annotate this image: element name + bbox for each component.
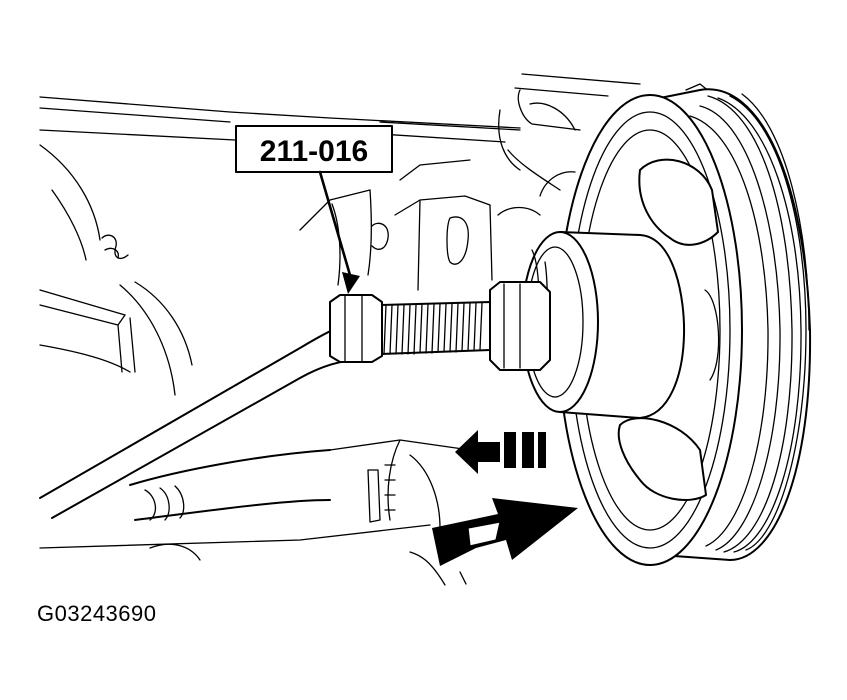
tool-screw-head (329, 294, 383, 363)
tool-label: 211-016 (260, 135, 368, 168)
removal-direction-arrow (455, 430, 546, 474)
engine-background (39, 73, 721, 586)
tool-label-box (235, 125, 393, 173)
pulley-groove-ribs (689, 93, 810, 553)
rotation-direction-arrow (432, 498, 578, 566)
tool-callout: 211-016 (235, 125, 393, 294)
pulley-spoke-window-bottom (617, 417, 707, 501)
puller-tool (329, 231, 686, 419)
callout-leader-line (318, 170, 354, 284)
pulley-spoke-window-top (638, 158, 719, 246)
screw-threads (383, 302, 483, 355)
figure-id: G03243690 (37, 601, 157, 626)
callout-arrowhead (342, 272, 360, 294)
